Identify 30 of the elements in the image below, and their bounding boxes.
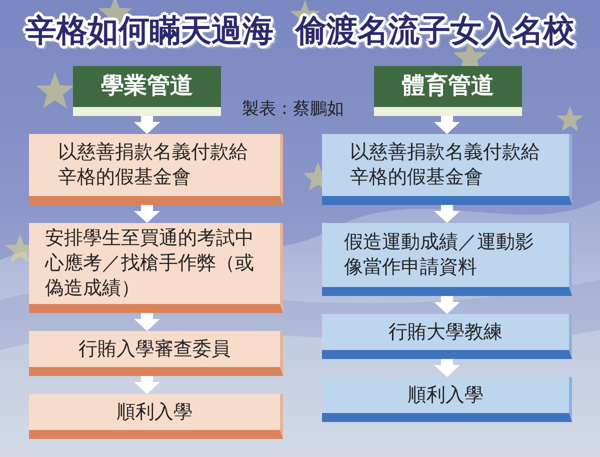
step-text: 以慈善捐款名義付款給辛格的假基金會 [58, 140, 249, 190]
step-text: 安排學生至買通的考試中心應考／找槍手作弊（或偽造成績） [45, 226, 255, 301]
arrow [434, 359, 460, 377]
step-text: 以慈善捐款名義付款給辛格的假基金會 [350, 140, 541, 190]
arrow [134, 116, 160, 134]
arrow [434, 296, 460, 314]
step-text: 行賄大學教練 [388, 320, 502, 344]
arrow [134, 313, 160, 331]
step-text: 順利入學 [116, 400, 192, 424]
process-box [29, 331, 283, 376]
arrow [134, 205, 160, 223]
header-box [374, 66, 522, 116]
step-text: 假造運動成績／運動影像當作申請資料 [344, 230, 535, 280]
process-box [29, 394, 283, 439]
process-box [322, 223, 572, 296]
process-box [322, 314, 572, 359]
header-text: 學業管道 [101, 72, 193, 100]
header-text: 體育管道 [402, 72, 494, 100]
step-text: 順利入學 [408, 382, 484, 408]
header-box [73, 66, 221, 116]
step-text: 行賄入學審查委員 [78, 336, 230, 362]
process-box [29, 134, 283, 205]
arrow [134, 376, 160, 394]
title: 辛格如何瞞天過海 偷渡名流子女入名校 [26, 13, 574, 49]
credit-text: 製表：蔡鵬如 [242, 99, 344, 120]
process-box [29, 223, 283, 313]
arrow [434, 205, 460, 223]
process-box [322, 134, 572, 205]
arrow [434, 116, 460, 134]
process-box [322, 377, 572, 422]
